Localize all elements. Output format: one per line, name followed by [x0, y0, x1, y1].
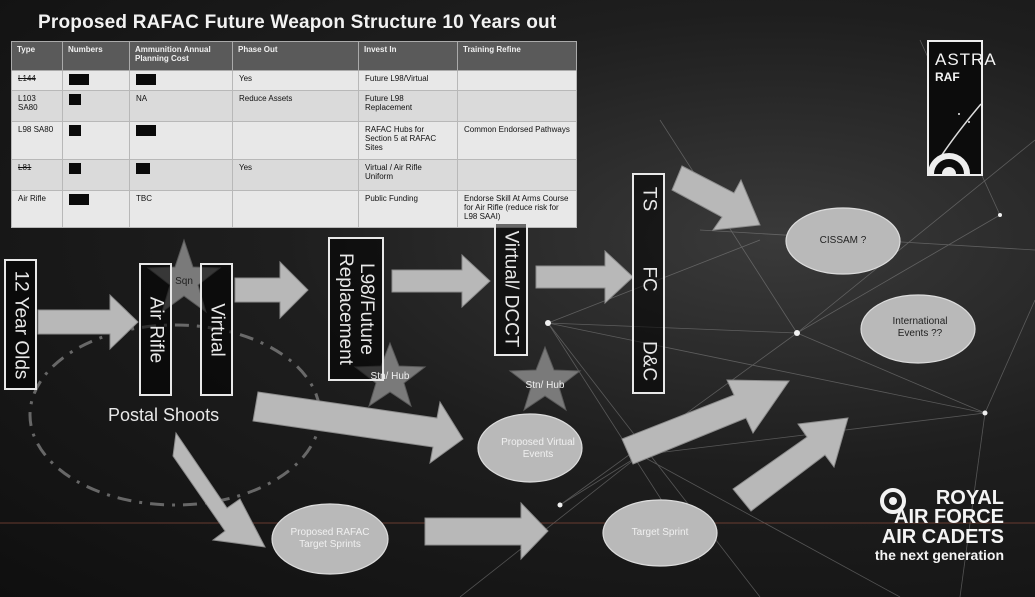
- cell-phase-out: Yes: [232, 70, 359, 91]
- box-ts-fc-dc: TS FC D&C: [632, 173, 665, 394]
- box-air-rifle: Air Rifle: [139, 263, 172, 396]
- header-phase-out: Phase Out: [232, 41, 359, 71]
- astra-badge: ASTRA RAF: [927, 40, 996, 176]
- brand-line-royal: ROYAL: [935, 487, 1004, 509]
- box-label: Virtual: [206, 302, 227, 357]
- cell-phase-out: [232, 121, 359, 160]
- table-header-row: Type Numbers Ammunition Annual Planning …: [11, 41, 577, 71]
- header-invest-in: Invest In: [358, 41, 458, 71]
- cell-ammunition: NA: [129, 90, 233, 122]
- cell-invest-in: Future L98 Replacement: [358, 90, 458, 122]
- cell-training: Common Endorsed Pathways: [457, 121, 577, 160]
- cell-numbers: [62, 121, 130, 160]
- cell-training: [457, 70, 577, 91]
- table-row: L98 SA80 RAFAC Hubs for Section 5 at RAF…: [11, 121, 577, 160]
- box-label: L98/Future Replacement: [335, 253, 377, 365]
- proposed-target-sprints-label: Proposed RAFAC Target Sprints: [290, 527, 370, 550]
- proposed-virtual-events-label: Proposed Virtual Events: [501, 437, 575, 460]
- international-events-label: International Events ??: [892, 316, 948, 339]
- cell-training: [457, 159, 577, 191]
- cell-phase-out: Yes: [232, 159, 359, 191]
- weapon-structure-table: Type Numbers Ammunition Annual Planning …: [11, 41, 577, 228]
- cell-invest-in: RAFAC Hubs for Section 5 at RAFAC Sites: [358, 121, 458, 160]
- cell-phase-out: Reduce Assets: [232, 90, 359, 122]
- cell-type: L144: [11, 70, 63, 91]
- cell-ammunition: [129, 159, 233, 191]
- target-sprint-label: Target Sprint: [631, 527, 689, 538]
- cell-numbers: [62, 70, 130, 91]
- raf-air-cadets-logo: ROYAL AIR FORCE AIR CADETS the next gene…: [836, 488, 1004, 563]
- header-numbers: Numbers: [62, 41, 130, 71]
- redaction-block: [69, 125, 81, 136]
- table-row: L103 SA80 NA Reduce Assets Future L98 Re…: [11, 90, 577, 122]
- cell-numbers: [62, 190, 130, 228]
- cell-type: Air Rifle: [11, 190, 63, 228]
- table-row: L144 Yes Future L98/Virtual: [11, 70, 577, 91]
- cell-ammunition: [129, 70, 233, 91]
- box-virtual-dcct: Virtual/ DCCT: [494, 222, 528, 356]
- box-label: Virtual/ DCCT: [500, 230, 522, 348]
- cell-ammunition: [129, 121, 233, 160]
- table-row: Air Rifle TBC Public Funding Endorse Ski…: [11, 190, 577, 228]
- cell-numbers: [62, 159, 130, 191]
- cell-invest-in: Public Funding: [358, 190, 458, 228]
- postal-shoots-label: Postal Shoots: [108, 405, 220, 425]
- header-ammunition: Ammunition Annual Planning Cost: [129, 41, 233, 71]
- stn-hub-star-label-2: Stn/ Hub: [525, 380, 565, 391]
- box-twelve-year-olds: 12 Year Olds: [4, 259, 37, 390]
- cell-ammunition: TBC: [129, 190, 233, 228]
- cell-type: L103 SA80: [11, 90, 63, 122]
- brand-tagline: the next generation: [874, 547, 1004, 563]
- astra-title: ASTRA: [935, 50, 997, 69]
- cell-phase-out: [232, 190, 359, 228]
- redaction-block: [136, 74, 156, 85]
- redaction-block: [136, 125, 156, 136]
- cell-training: Endorse Skill At Arms Course for Air Rif…: [457, 190, 577, 228]
- brand-line-air-cadets: AIR CADETS: [881, 526, 1004, 548]
- cell-type: L98 SA80: [11, 121, 63, 160]
- sqn-star-label: Sqn: [175, 276, 193, 287]
- header-type: Type: [11, 41, 63, 71]
- stn-hub-star-label-1: Stn/ Hub: [370, 371, 410, 382]
- box-virtual: Virtual: [200, 263, 233, 396]
- slide-title: Proposed RAFAC Future Weapon Structure 1…: [38, 12, 557, 33]
- ts-label: TS: [638, 186, 659, 212]
- cell-training: [457, 90, 577, 122]
- raf-roundel-icon: [880, 488, 906, 514]
- cell-invest-in: Future L98/Virtual: [358, 70, 458, 91]
- redaction-block: [69, 94, 81, 105]
- header-training-refine: Training Refine: [457, 41, 577, 71]
- fc-label: FC: [638, 266, 659, 292]
- redaction-block: [69, 74, 89, 85]
- dc-label: D&C: [638, 340, 659, 382]
- cell-type: L81: [11, 159, 63, 191]
- box-l98-future-replacement: L98/Future Replacement: [328, 237, 384, 381]
- redaction-block: [69, 163, 81, 174]
- cissam-label: CISSAM ?: [819, 235, 867, 246]
- redaction-block: [136, 163, 150, 174]
- astra-emblem-icon: [929, 103, 981, 174]
- brand-line-air-force: AIR FORCE: [894, 506, 1004, 528]
- box-label: 12 Year Olds: [10, 270, 31, 379]
- astra-subtitle: RAF: [935, 70, 960, 84]
- cell-invest-in: Virtual / Air Rifle Uniform: [358, 159, 458, 191]
- box-label: Air Rifle: [145, 296, 166, 363]
- redaction-block: [69, 194, 89, 205]
- table-row: L81 Yes Virtual / Air Rifle Uniform: [11, 159, 577, 191]
- cell-numbers: [62, 90, 130, 122]
